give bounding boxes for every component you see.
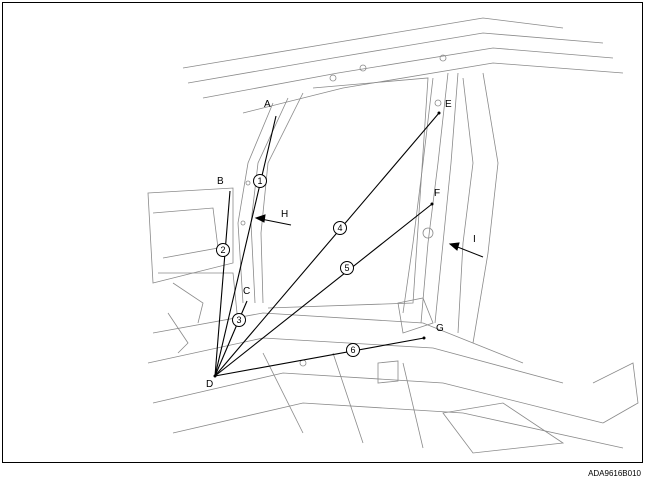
label-view-h: H (281, 209, 289, 220)
label-point-b: B (217, 176, 224, 187)
figure-code: ADA9616B010 (588, 469, 641, 478)
callout-1: 1 (253, 174, 267, 188)
body-sketch (147, 17, 639, 454)
callout-2: 2 (216, 243, 230, 257)
diagram-frame: A B C D E F G H I 1 2 3 4 5 6 (2, 2, 643, 463)
callout-5: 5 (340, 261, 354, 275)
label-point-c: C (243, 286, 251, 297)
label-point-a: A (264, 99, 271, 110)
measure-line-1 (214, 115, 277, 377)
measure-line-2 (214, 190, 231, 377)
view-arrow-i (454, 245, 484, 258)
label-view-i: I (473, 234, 476, 245)
callout-6: 6 (346, 343, 360, 357)
label-point-e: E (445, 99, 452, 110)
view-arrow-h (260, 218, 292, 226)
label-point-g: G (436, 323, 444, 334)
callout-3: 3 (232, 313, 246, 327)
measure-line-4 (214, 112, 440, 377)
callout-4: 4 (333, 221, 347, 235)
label-point-f: F (434, 188, 441, 199)
measure-line-5 (214, 203, 433, 377)
label-point-d: D (206, 379, 214, 390)
measure-line-6 (214, 337, 425, 377)
